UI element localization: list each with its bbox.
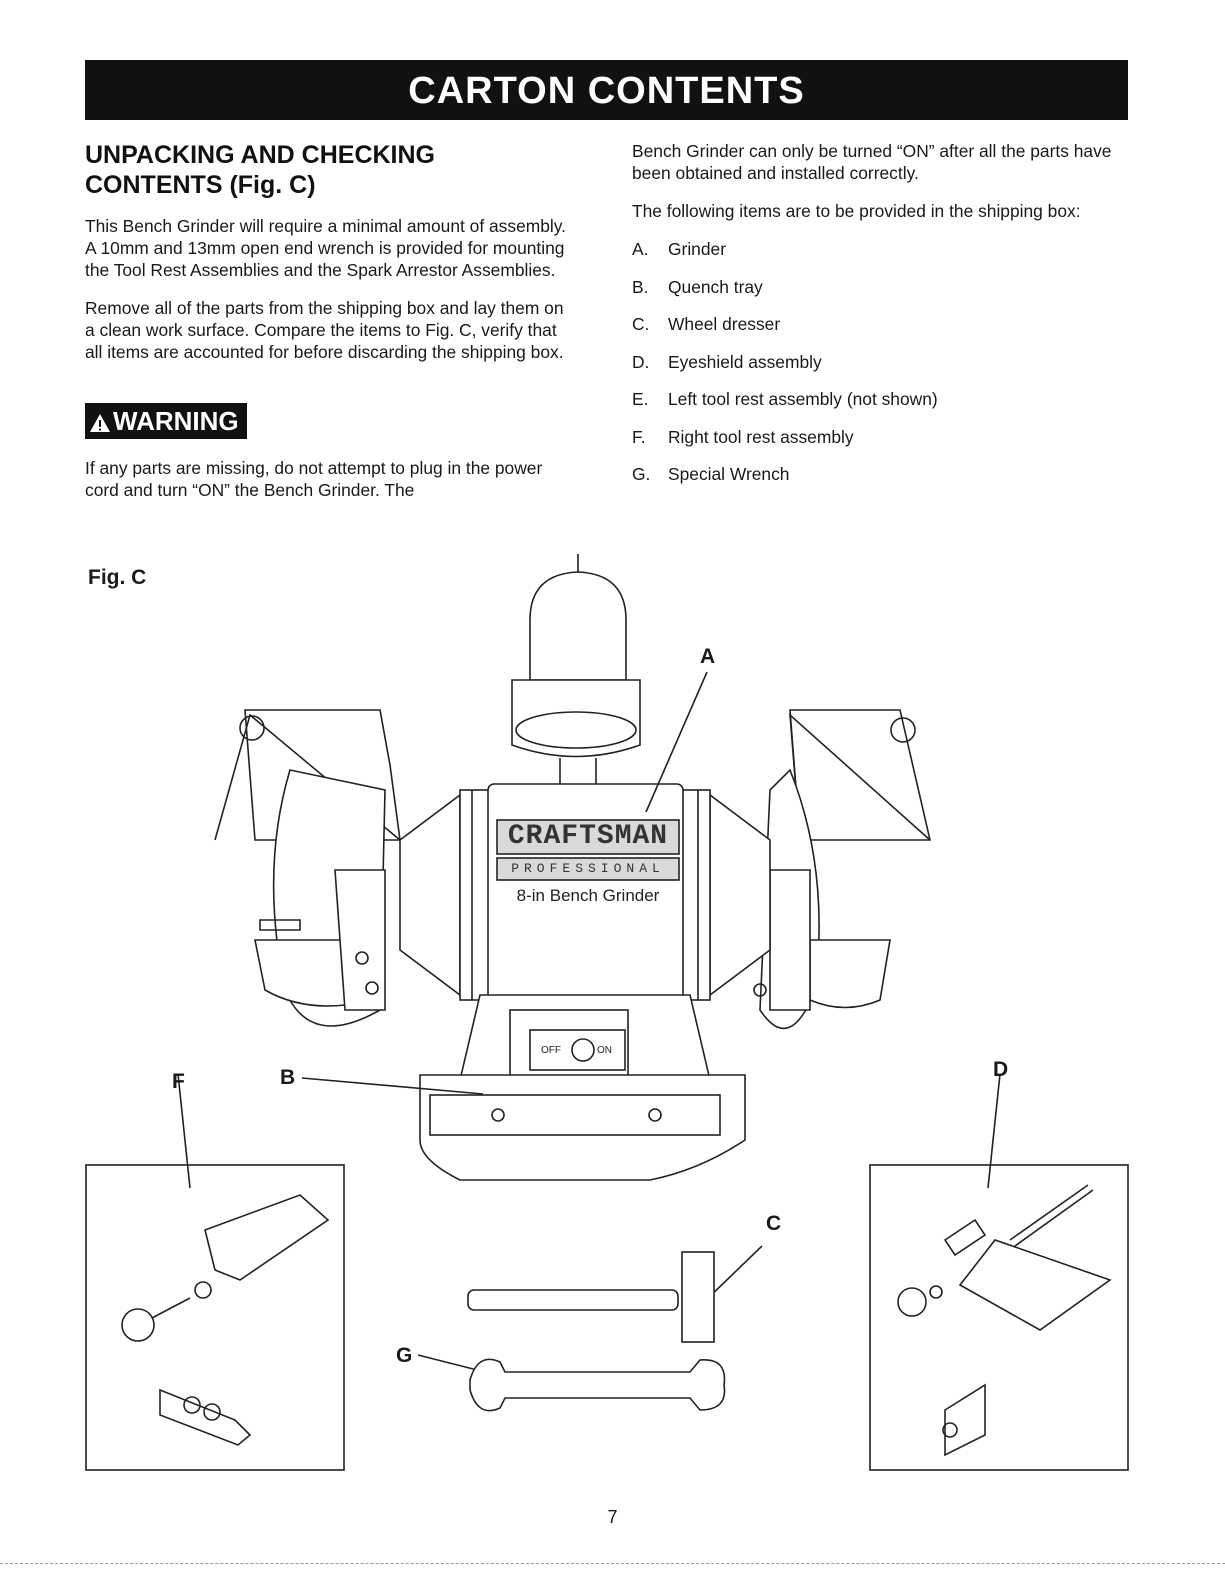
warning-badge: WARNING (85, 403, 247, 439)
callout-g: G (396, 1344, 413, 1367)
callout-d: D (993, 1058, 1009, 1081)
list-item: E.Left tool rest assembly (not shown) (632, 389, 938, 409)
list-item: B.Quench tray (632, 276, 763, 297)
list-item: G.Special Wrench (632, 464, 790, 484)
section-heading: UNPACKING AND CHECKING CONTENTS (Fig. C) (85, 140, 575, 200)
heading-line-2: CONTENTS (Fig. C) (85, 171, 316, 199)
eyeshield-parts (897, 1184, 1112, 1457)
brand-label: CRAFTSMAN (507, 821, 669, 852)
callout-line-a (645, 671, 708, 813)
items-intro-paragraph: The following items are to be provided i… (632, 201, 1081, 221)
callout-line-d (987, 1073, 1001, 1189)
wheel-dresser (467, 1251, 715, 1343)
intro-paragraph: This Bench Grinder will require a minima… (85, 216, 567, 280)
page-number: 7 (607, 1507, 618, 1527)
list-item: C.Wheel dresser (632, 314, 781, 334)
motor-housing (399, 783, 771, 1007)
grinder-illustration (85, 554, 1129, 1471)
grinder-base (419, 994, 746, 1181)
callout-c: C (766, 1212, 782, 1235)
lamp-icon (511, 554, 641, 795)
heading-line-1: UNPACKING AND CHECKING (85, 141, 435, 169)
callout-b: B (280, 1066, 296, 1089)
callout-f: F (172, 1070, 185, 1093)
tool-rest-box (85, 1164, 345, 1471)
switch-off-label: OFF (541, 1045, 561, 1056)
right-wheel-guard (753, 709, 932, 1029)
product-label: 8-in Bench Grinder (516, 886, 660, 905)
warning-triangle-icon (90, 414, 110, 432)
warning-label: WARNING (113, 406, 239, 436)
callout-a: A (700, 645, 716, 668)
warning-paragraph: If any parts are missing, do not attempt… (85, 458, 543, 500)
parts-list: A.Grinder B.Quench tray C.Wheel dresser … (632, 238, 1132, 485)
section-banner: CARTON CONTENTS (85, 60, 1128, 120)
left-column: UNPACKING AND CHECKING CONTENTS (Fig. C)… (85, 140, 575, 517)
tool-rest-parts (121, 1194, 330, 1446)
special-wrench (469, 1358, 726, 1412)
continued-paragraph: Bench Grinder can only be turned “ON” af… (632, 141, 1112, 183)
list-item: A.Grinder (632, 239, 726, 259)
sub-brand-label: PROFESSIONAL (511, 861, 665, 876)
eyeshield-box (869, 1164, 1129, 1471)
list-item: F.Right tool rest assembly (632, 426, 854, 447)
unpack-paragraph: Remove all of the parts from the shippin… (85, 298, 564, 362)
page-footer-divider (0, 1563, 1225, 1564)
switch-on-label: ON (597, 1045, 612, 1056)
callout-line-f (177, 1073, 191, 1189)
right-column: Bench Grinder can only be turned “ON” af… (632, 140, 1132, 501)
callout-line-b (301, 1077, 484, 1095)
list-item: D.Eyeshield assembly (632, 351, 822, 372)
left-wheel-guard (214, 709, 401, 1027)
figure-label: Fig. C (88, 566, 147, 589)
